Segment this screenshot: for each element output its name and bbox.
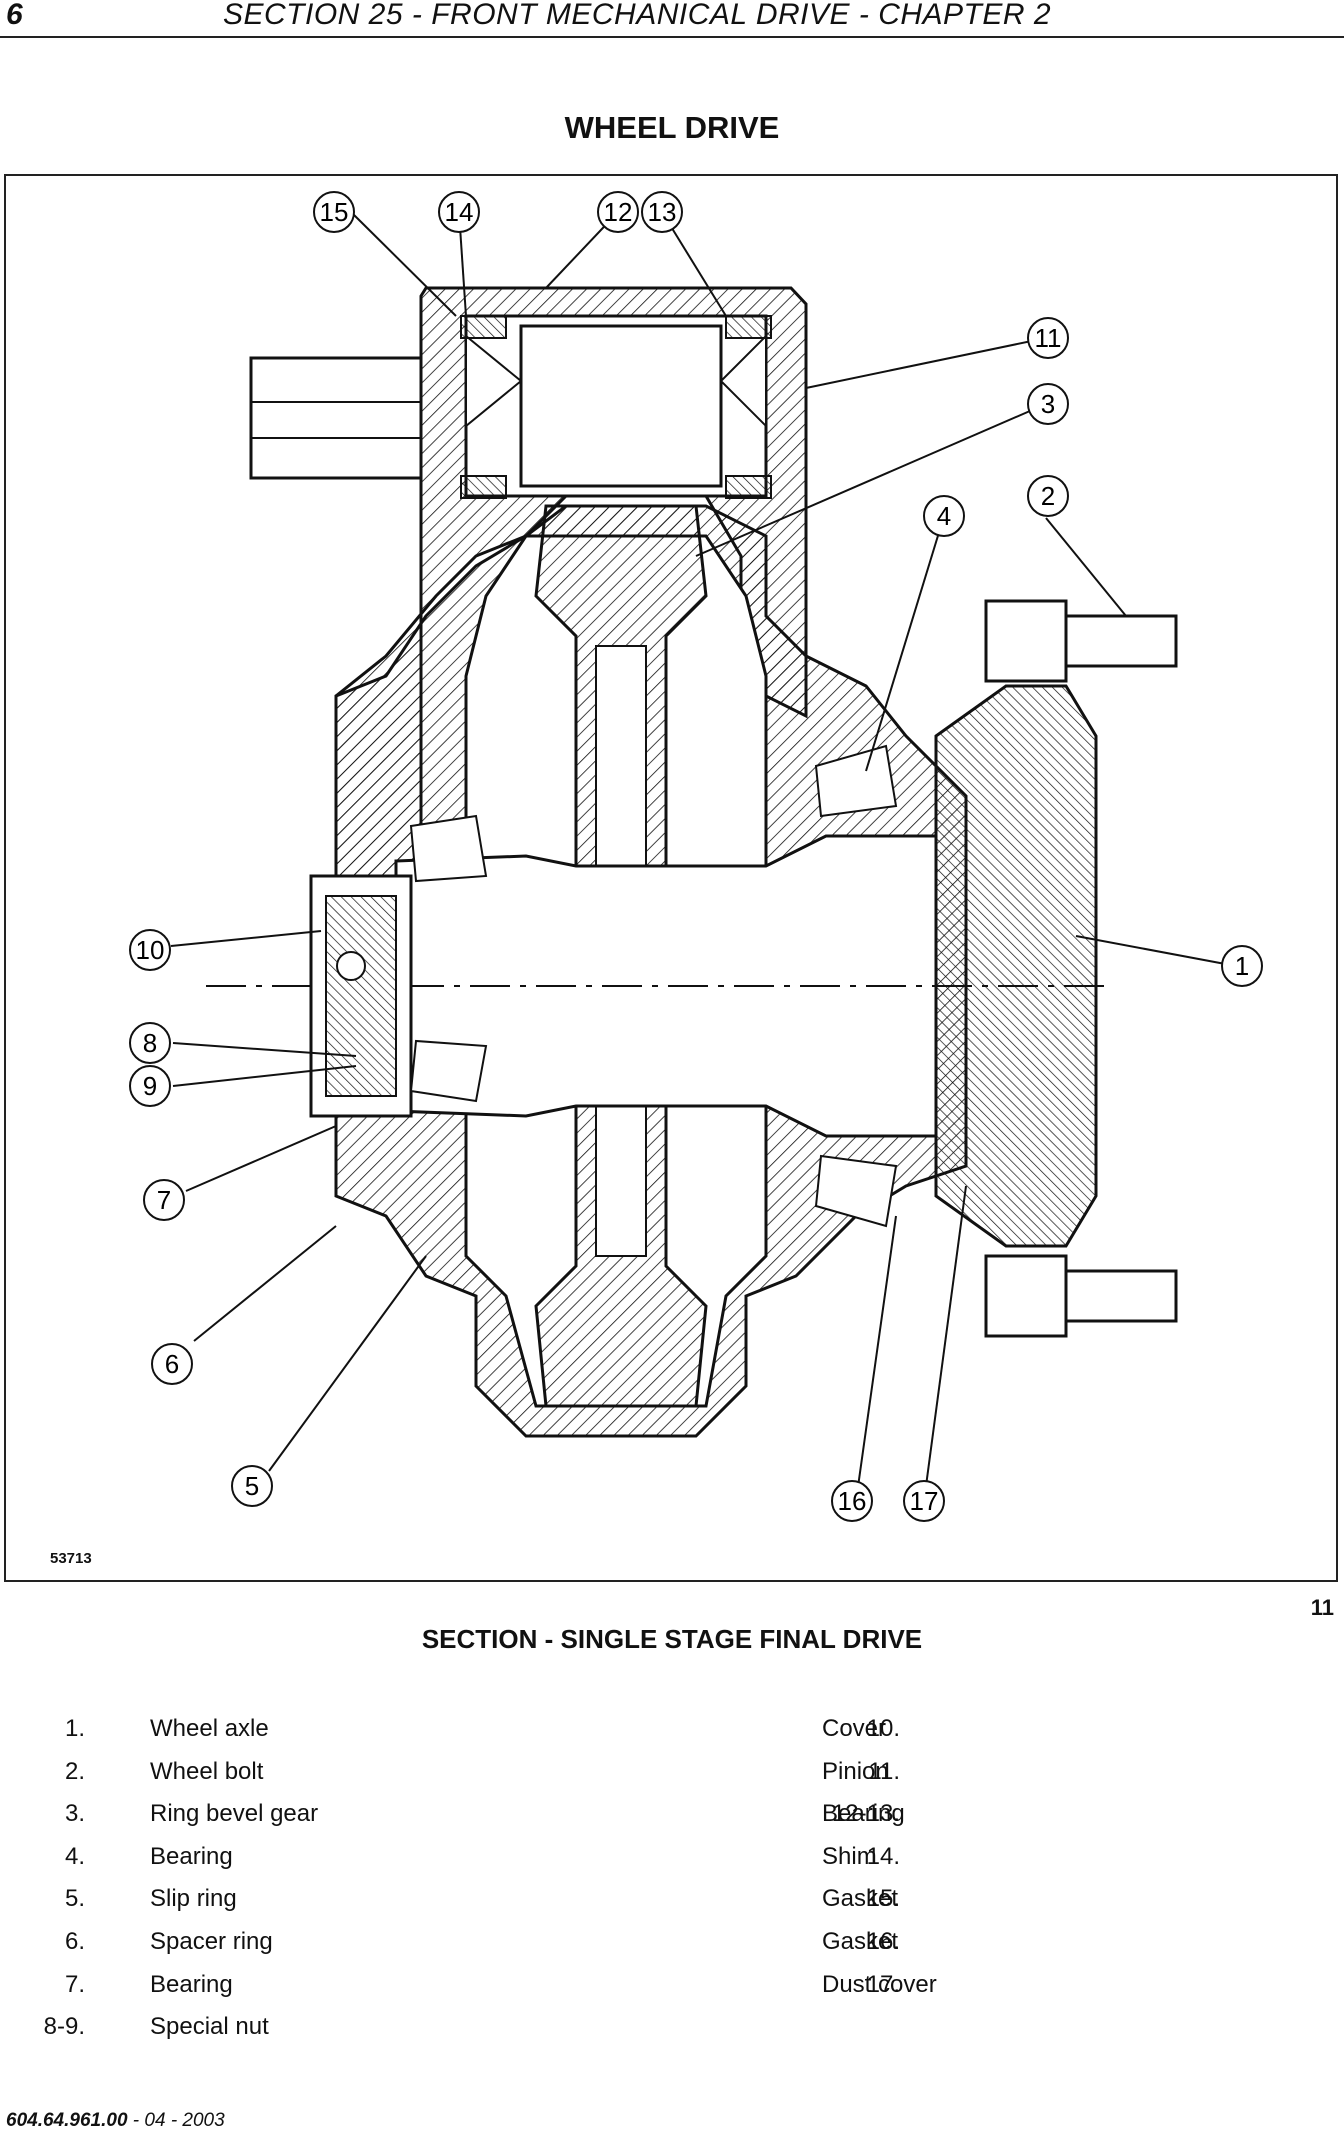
svg-text:6: 6 — [165, 1349, 179, 1379]
input-shaft — [249, 356, 423, 480]
legend-item: 14.Shim — [822, 1842, 900, 1870]
callout-10: 10 — [129, 929, 171, 971]
callout-12: 12 — [597, 191, 639, 233]
svg-text:1: 1 — [1235, 951, 1249, 981]
callout-6: 6 — [151, 1343, 193, 1385]
svg-text:17: 17 — [910, 1486, 939, 1516]
page-number: 6 — [6, 0, 23, 31]
legend-item: 8-9.Special nut — [43, 2013, 269, 2041]
legend-item: 12-13.Bearing — [822, 1800, 905, 1828]
callout-15: 15 — [313, 191, 355, 233]
section-title: SECTION 25 - FRONT MECHANICAL DRIVE - CH… — [223, 0, 1052, 31]
legend-left: 1.Wheel axle 2.Wheel bolt 3.Ring bevel g… — [0, 1715, 660, 2056]
legend-item: 10.Cover — [822, 1715, 900, 1742]
wheel-bolts — [984, 599, 1178, 1338]
pinion-housing — [334, 286, 808, 898]
legend-item: 17.Dust cover — [822, 1970, 937, 1998]
legend-item: 16.Gasket — [822, 1927, 900, 1955]
callout-13: 13 — [641, 191, 683, 233]
callout-7: 7 — [143, 1179, 185, 1221]
bearings — [409, 744, 898, 1228]
legend-item: 15.Gasket — [822, 1885, 900, 1913]
legend-item: 1.Wheel axle — [64, 1715, 269, 1742]
svg-text:7: 7 — [157, 1185, 171, 1215]
svg-text:15: 15 — [320, 197, 349, 227]
legend-item: 3.Ring bevel gear — [64, 1800, 319, 1828]
svg-text:10: 10 — [136, 935, 165, 965]
legend-item: 7.Bearing — [64, 1970, 233, 1998]
cross-section-figure: 15 14 12 13 11 3 4 2 1 10 8 9 7 6 5 16 1… — [4, 174, 1338, 1582]
svg-text:2: 2 — [1041, 481, 1055, 511]
callout-2: 2 — [1027, 475, 1069, 517]
svg-text:16: 16 — [838, 1486, 867, 1516]
svg-text:14: 14 — [445, 197, 474, 227]
figure-number: 11 — [1310, 1595, 1334, 1620]
wheel-drive-drawing: 15 14 12 13 11 3 4 2 1 10 8 9 7 6 5 16 1… — [129, 191, 1263, 1522]
callout-17: 17 — [903, 1480, 945, 1522]
svg-text:13: 13 — [648, 197, 677, 227]
legend-item: 6.Spacer ring — [64, 1927, 273, 1955]
legend-item: 4.Bearing — [64, 1842, 233, 1870]
figure-caption: SECTION - SINGLE STAGE FINAL DRIVE — [421, 1624, 923, 1654]
legend-item: 2.Wheel bolt — [64, 1757, 264, 1785]
legend-right: 10.Cover 11.Pinion 12-13.Bearing 14.Shim… — [660, 1715, 1344, 2013]
svg-text:3: 3 — [1041, 389, 1055, 419]
svg-text:11: 11 — [1035, 323, 1062, 353]
wheel-hub-flange — [934, 684, 1098, 1248]
document-number: 604.64.961.00 — [6, 2110, 128, 2131]
callouts — [170, 211, 1237, 1502]
legend-item: 11.Pinion — [822, 1757, 900, 1785]
svg-text:12: 12 — [604, 197, 633, 227]
callout-8: 8 — [129, 1022, 171, 1064]
callout-9: 9 — [129, 1065, 171, 1107]
callout-16: 16 — [831, 1480, 873, 1522]
figure-title: WHEEL DRIVE — [564, 110, 780, 145]
callout-4: 4 — [923, 495, 965, 537]
callout-1: 1 — [1221, 945, 1263, 987]
figure-code: 53713 — [50, 1550, 92, 1567]
callout-14: 14 — [438, 191, 480, 233]
svg-text:5: 5 — [245, 1471, 259, 1501]
callout-3: 3 — [1027, 383, 1069, 425]
callout-11: 11 — [1027, 317, 1069, 359]
svg-text:4: 4 — [937, 501, 951, 531]
legend-item: 5.Slip ring — [64, 1885, 237, 1913]
callout-5: 5 — [231, 1465, 273, 1507]
page-footer: 604.64.961.00 - 04 - 2003 — [6, 2110, 225, 2132]
end-cover — [309, 874, 413, 1118]
svg-text:8: 8 — [143, 1028, 157, 1058]
document-date: - 04 - 2003 — [127, 2110, 225, 2131]
callout-circles: 15 14 12 13 11 3 4 2 1 10 8 9 7 6 5 16 1… — [129, 191, 1263, 1522]
svg-text:9: 9 — [143, 1071, 157, 1101]
page-header: 6 SECTION 25 - FRONT MECHANICAL DRIVE - … — [0, 0, 1344, 38]
